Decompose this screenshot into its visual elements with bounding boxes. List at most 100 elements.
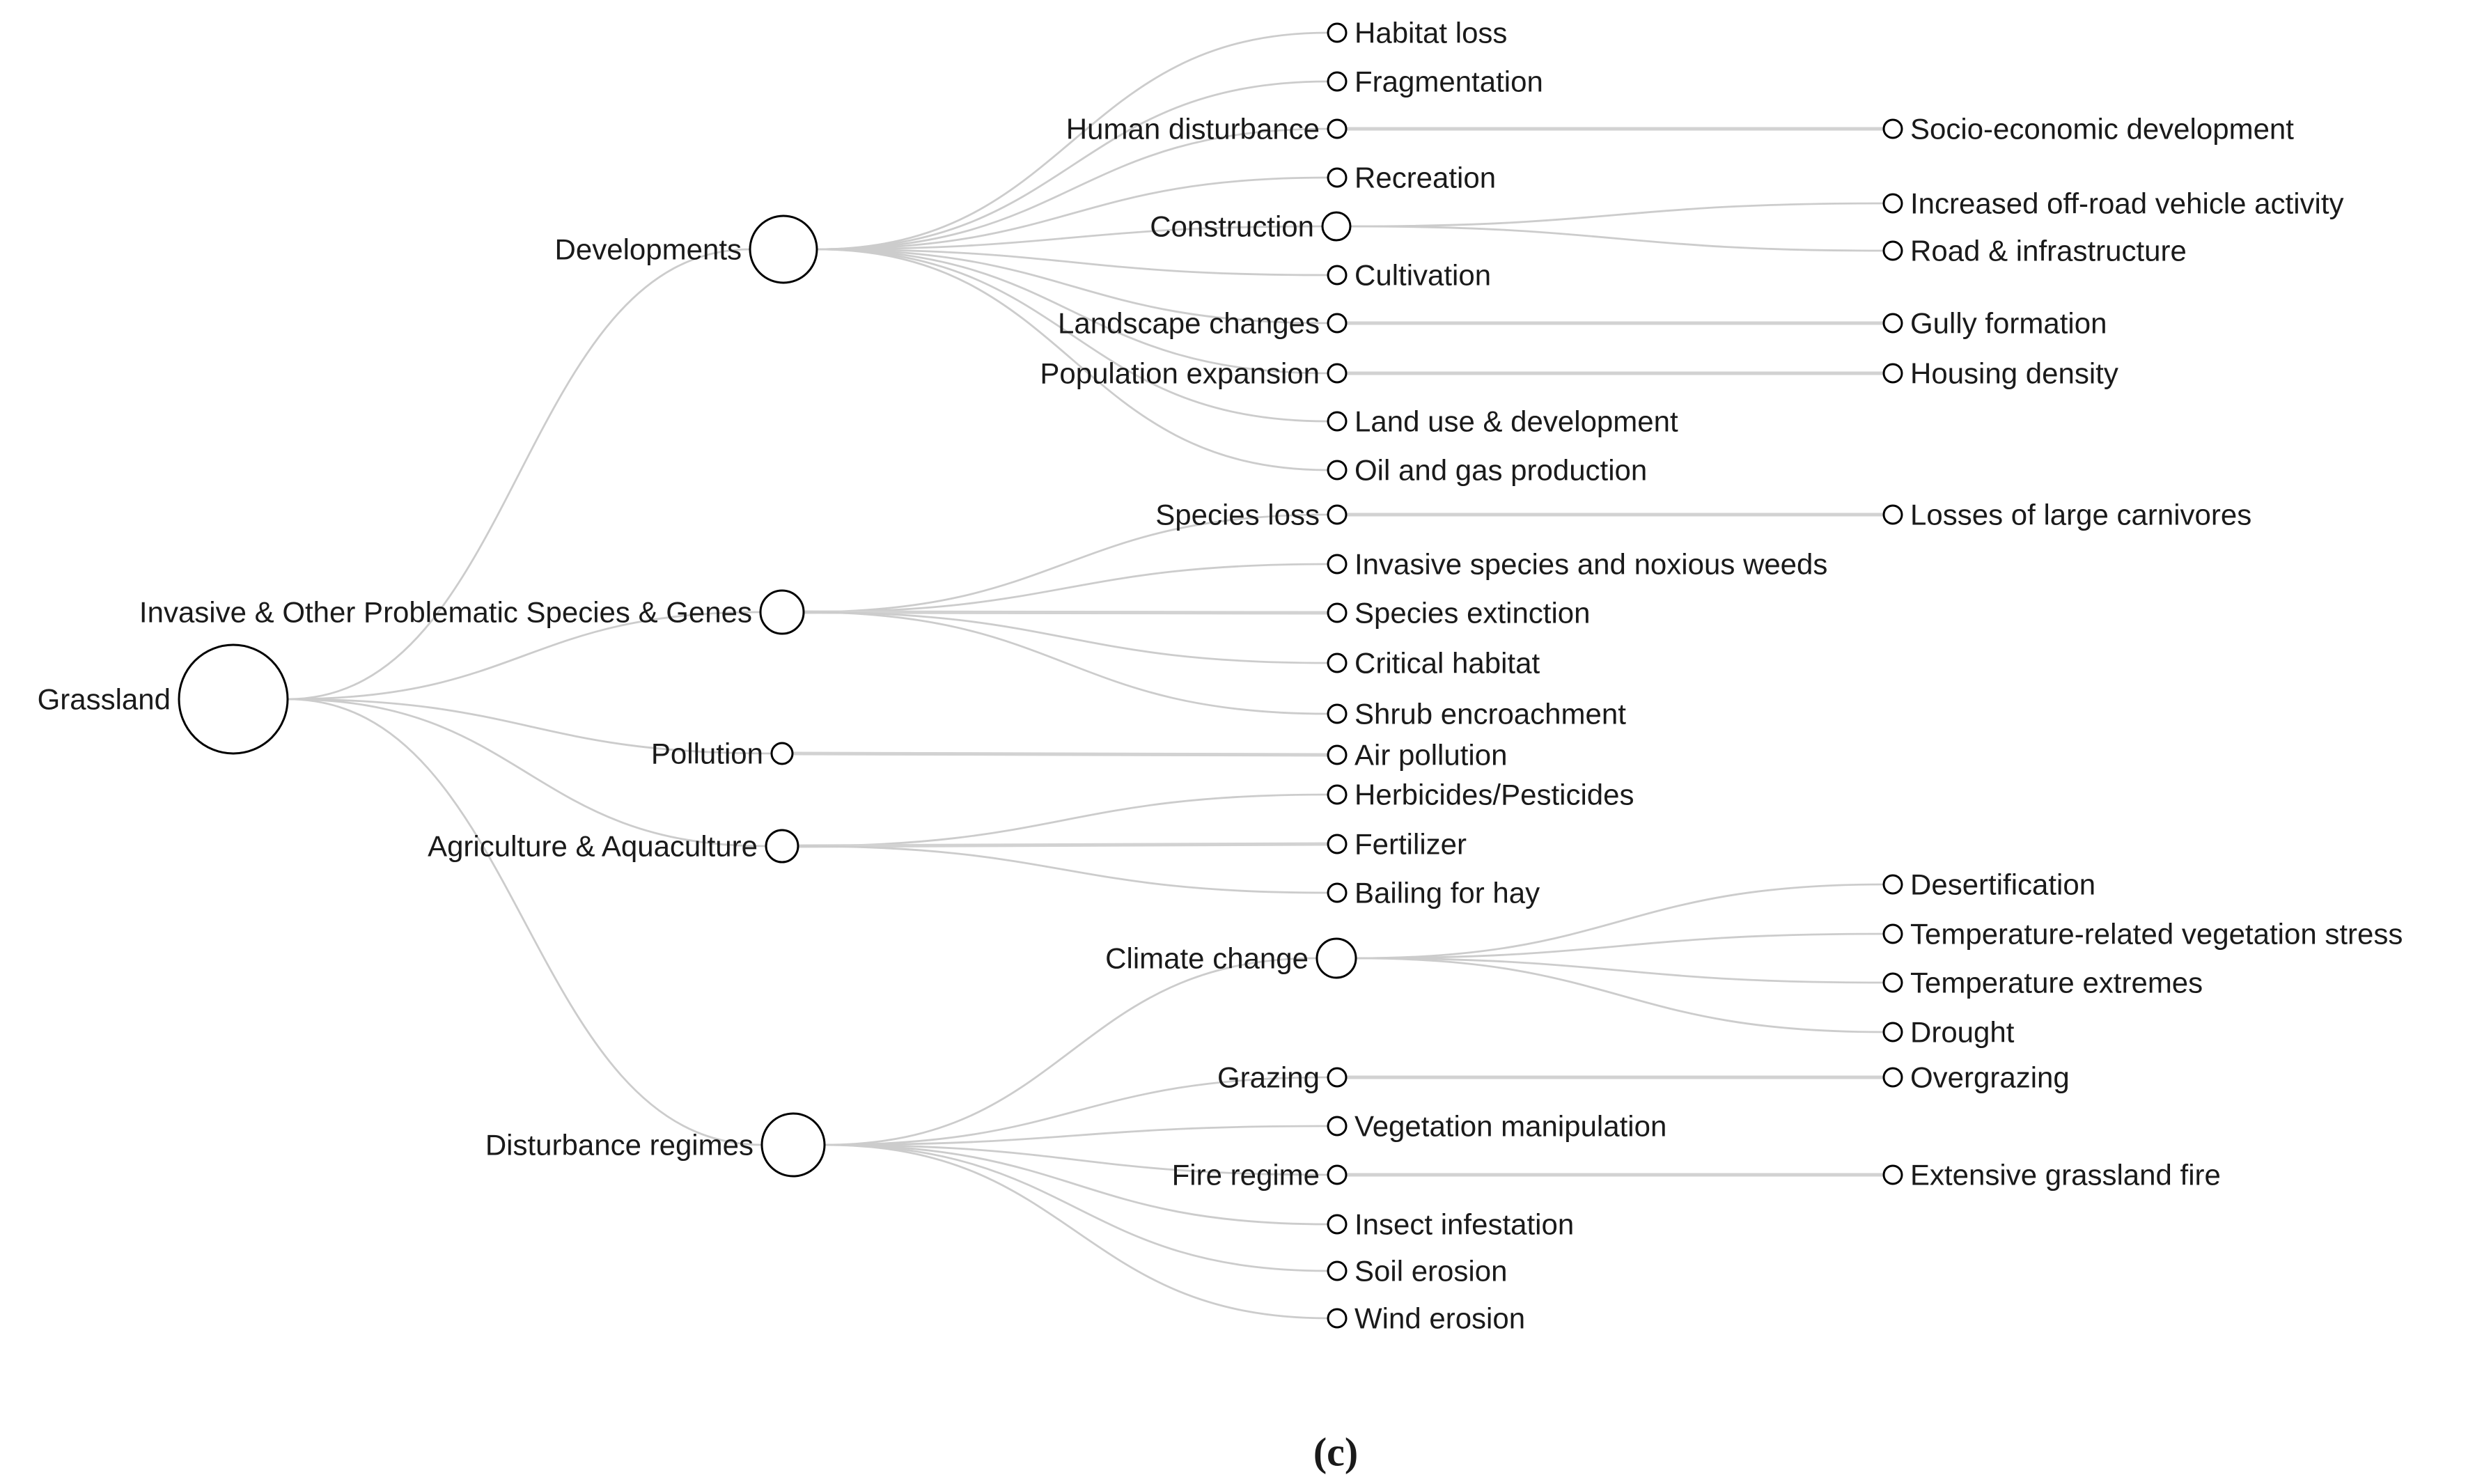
node-label-extensive-grassland-fire: Extensive grassland fire bbox=[1910, 1159, 2221, 1192]
node-circle-temperature-extremes bbox=[1882, 972, 1903, 993]
tree-link bbox=[287, 698, 772, 755]
node-label-wind-erosion: Wind erosion bbox=[1354, 1302, 1525, 1335]
tree-link bbox=[824, 1143, 1329, 1320]
tree-link bbox=[816, 31, 1329, 251]
node-circle-shrub-encroachment bbox=[1327, 703, 1348, 724]
node-circle-habitat-loss bbox=[1327, 22, 1348, 43]
tree-link bbox=[803, 611, 1329, 715]
node-circle-grazing bbox=[1327, 1067, 1348, 1088]
node-circle-oil-and-gas-production bbox=[1327, 460, 1348, 481]
link-layer bbox=[287, 31, 1884, 1320]
tree-link bbox=[1355, 957, 1884, 1033]
node-label-habitat-loss: Habitat loss bbox=[1354, 17, 1507, 49]
node-label-human-disturbance: Human disturbance bbox=[1066, 113, 1320, 146]
node-label-agriculture-aquaculture: Agriculture & Aquaculture bbox=[428, 830, 758, 863]
tree-link bbox=[816, 80, 1329, 251]
node-circle-wind-erosion bbox=[1327, 1308, 1348, 1329]
node-label-disturbance-regimes: Disturbance regimes bbox=[485, 1129, 754, 1162]
node-circle-human-disturbance bbox=[1327, 118, 1348, 139]
node-circle-cultivation bbox=[1327, 265, 1348, 286]
node-label-fertilizer: Fertilizer bbox=[1354, 828, 1467, 861]
node-circle-critical-habitat bbox=[1327, 653, 1348, 673]
node-label-invasive-species-and-noxious-weeds: Invasive species and noxious weeds bbox=[1354, 548, 1827, 581]
tree-link bbox=[287, 248, 751, 701]
node-circle-land-use-development bbox=[1327, 411, 1348, 432]
tree-link bbox=[803, 563, 1329, 614]
tree-link bbox=[792, 751, 1329, 757]
tree-link bbox=[1350, 202, 1884, 228]
tree-link bbox=[816, 176, 1329, 251]
node-label-road-infrastructure: Road & infrastructure bbox=[1910, 235, 2187, 267]
node-label-overgrazing: Overgrazing bbox=[1910, 1061, 2070, 1094]
tree-link bbox=[1350, 225, 1884, 252]
node-circle-gully-formation bbox=[1882, 313, 1903, 334]
node-circle-housing-density bbox=[1882, 363, 1903, 384]
node-label-construction: Construction bbox=[1150, 210, 1314, 243]
node-circle-pollution bbox=[770, 742, 794, 765]
tree-link bbox=[824, 1125, 1329, 1146]
node-label-socio-economic-development: Socio-economic development bbox=[1910, 113, 2294, 146]
node-label-recreation: Recreation bbox=[1354, 162, 1496, 194]
node-label-fragmentation: Fragmentation bbox=[1354, 65, 1543, 98]
node-label-vegetation-manipulation: Vegetation manipulation bbox=[1354, 1110, 1666, 1143]
node-label-insect-infestation: Insect infestation bbox=[1354, 1208, 1574, 1241]
node-circle-temperature-related-vegetation-stress bbox=[1882, 923, 1903, 944]
tree-link bbox=[803, 611, 1329, 664]
tree-link bbox=[1355, 957, 1884, 984]
tree-link bbox=[1355, 883, 1884, 960]
node-label-climate-change: Climate change bbox=[1105, 942, 1309, 975]
node-circle-developments bbox=[749, 214, 818, 284]
tree-link bbox=[824, 1143, 1329, 1226]
node-label-species-loss: Species loss bbox=[1155, 499, 1320, 531]
node-circle-construction bbox=[1321, 211, 1352, 242]
node-label-housing-density: Housing density bbox=[1910, 357, 2118, 390]
node-circle-extensive-grassland-fire bbox=[1882, 1164, 1903, 1185]
node-label-population-expansion: Population expansion bbox=[1040, 357, 1320, 390]
tree-link bbox=[816, 225, 1323, 251]
tree-link bbox=[797, 842, 1329, 848]
node-circle-increased-off-road-vehicle-activity bbox=[1882, 193, 1903, 214]
node-label-shrub-encroachment: Shrub encroachment bbox=[1354, 698, 1626, 731]
node-label-pollution: Pollution bbox=[651, 737, 763, 770]
node-circle-invasive-species-and-noxious-weeds bbox=[1327, 554, 1348, 575]
node-label-desertification: Desertification bbox=[1910, 868, 2095, 901]
node-circle-species-loss bbox=[1327, 504, 1348, 525]
tree-link bbox=[287, 698, 763, 1146]
node-label-landscape-changes: Landscape changes bbox=[1058, 307, 1320, 340]
tree-link bbox=[816, 248, 1329, 325]
node-circle-grassland bbox=[178, 643, 289, 755]
node-label-cultivation: Cultivation bbox=[1354, 259, 1491, 292]
node-label-critical-habitat: Critical habitat bbox=[1354, 647, 1540, 680]
tree-link bbox=[824, 957, 1318, 1146]
figure-caption: (c) bbox=[1313, 1430, 1358, 1475]
node-circle-herbicides-pesticides bbox=[1327, 784, 1348, 805]
node-circle-losses-of-large-carnivores bbox=[1882, 504, 1903, 525]
tree-link bbox=[824, 1143, 1329, 1176]
node-label-increased-off-road-vehicle-activity: Increased off-road vehicle activity bbox=[1910, 187, 2344, 220]
node-circle-bailing-for-hay bbox=[1327, 882, 1348, 903]
node-circle-fertilizer bbox=[1327, 834, 1348, 854]
node-label-oil-and-gas-production: Oil and gas production bbox=[1354, 454, 1647, 487]
node-label-temperature-extremes: Temperature extremes bbox=[1910, 967, 2203, 999]
tree-link bbox=[824, 1076, 1329, 1146]
tree-link bbox=[797, 845, 1329, 894]
tree-link bbox=[824, 1143, 1329, 1272]
node-circle-fragmentation bbox=[1327, 71, 1348, 92]
node-circle-disturbance-regimes bbox=[760, 1112, 826, 1178]
node-label-land-use-development: Land use & development bbox=[1354, 405, 1678, 438]
tree-link bbox=[816, 127, 1329, 251]
node-label-species-extinction: Species extinction bbox=[1354, 597, 1591, 630]
node-circle-insect-infestation bbox=[1327, 1214, 1348, 1235]
node-circle-fire-regime bbox=[1327, 1164, 1348, 1185]
tree-link bbox=[816, 248, 1329, 423]
node-circle-population-expansion bbox=[1327, 363, 1348, 384]
node-circle-overgrazing bbox=[1882, 1067, 1903, 1088]
node-label-losses-of-large-carnivores: Losses of large carnivores bbox=[1910, 499, 2251, 531]
node-label-air-pollution: Air pollution bbox=[1354, 739, 1507, 772]
node-circle-road-infrastructure bbox=[1882, 240, 1903, 261]
node-circle-climate-change bbox=[1315, 937, 1357, 979]
node-circle-desertification bbox=[1882, 874, 1903, 895]
